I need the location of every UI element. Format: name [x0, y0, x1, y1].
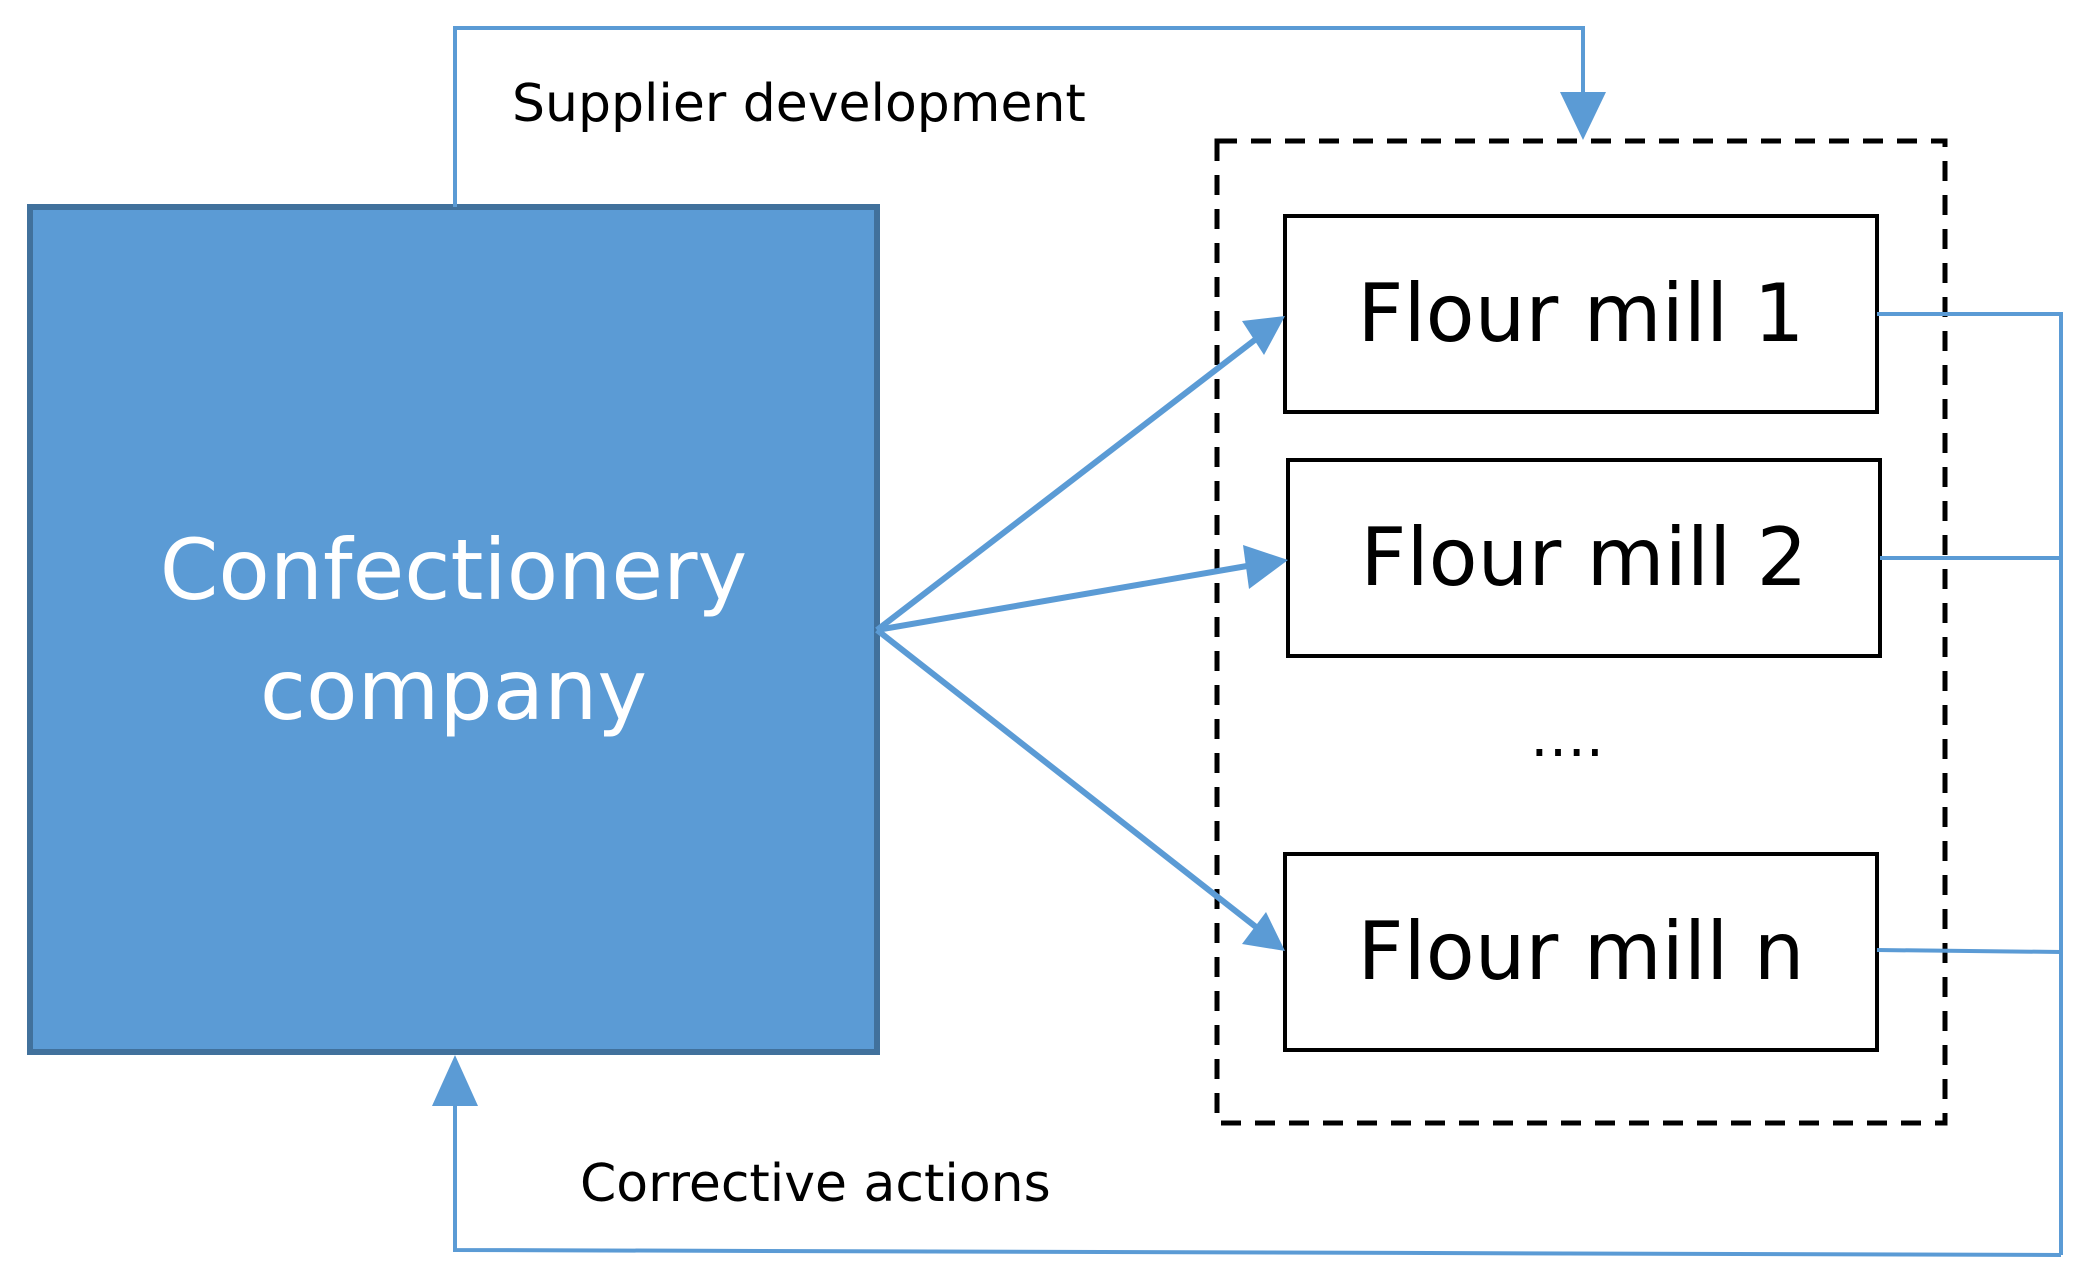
company-label-line1: Confectionery — [159, 521, 748, 619]
flour-mill-2-box — [1286, 458, 1882, 658]
company-box — [27, 204, 880, 1055]
flour-mill-n-box — [1283, 852, 1879, 1052]
arrow-to-flour-mill-n — [875, 627, 1258, 930]
arrowhead-to-flour-mill-2 — [1243, 545, 1288, 589]
company-label-line2: company — [259, 641, 648, 739]
supplier-development-connector — [453, 26, 1585, 207]
flour-mill-n-label: Flour mill n — [1357, 905, 1805, 998]
arrow-to-flour-mill-1 — [875, 336, 1258, 633]
supplier-development-arrowhead — [1560, 92, 1606, 140]
flour-mill-2-label: Flour mill 2 — [1360, 511, 1808, 604]
company-label: Confectionery company — [30, 510, 877, 750]
flour-mill-1-label: Flour mill 1 — [1357, 267, 1805, 360]
suppliers-group-border — [1214, 138, 1948, 1126]
corrective-actions-label: Corrective actions — [580, 1154, 1051, 1214]
corrective-actions-connector — [453, 1105, 2062, 1257]
corrective-actions-arrowhead — [432, 1055, 478, 1106]
feedback-from-flour-mill-1 — [1877, 312, 2063, 1255]
feedback-from-flour-mill-n — [1876, 948, 2062, 954]
supplier-development-label: Supplier development — [512, 74, 1086, 134]
arrowhead-to-flour-mill-n — [1242, 912, 1285, 951]
arrow-to-flour-mill-2 — [876, 563, 1248, 633]
arrowhead-to-flour-mill-1 — [1242, 316, 1285, 355]
flour-mill-1-box — [1283, 214, 1879, 414]
ellipsis-label: …. — [1530, 705, 1604, 770]
